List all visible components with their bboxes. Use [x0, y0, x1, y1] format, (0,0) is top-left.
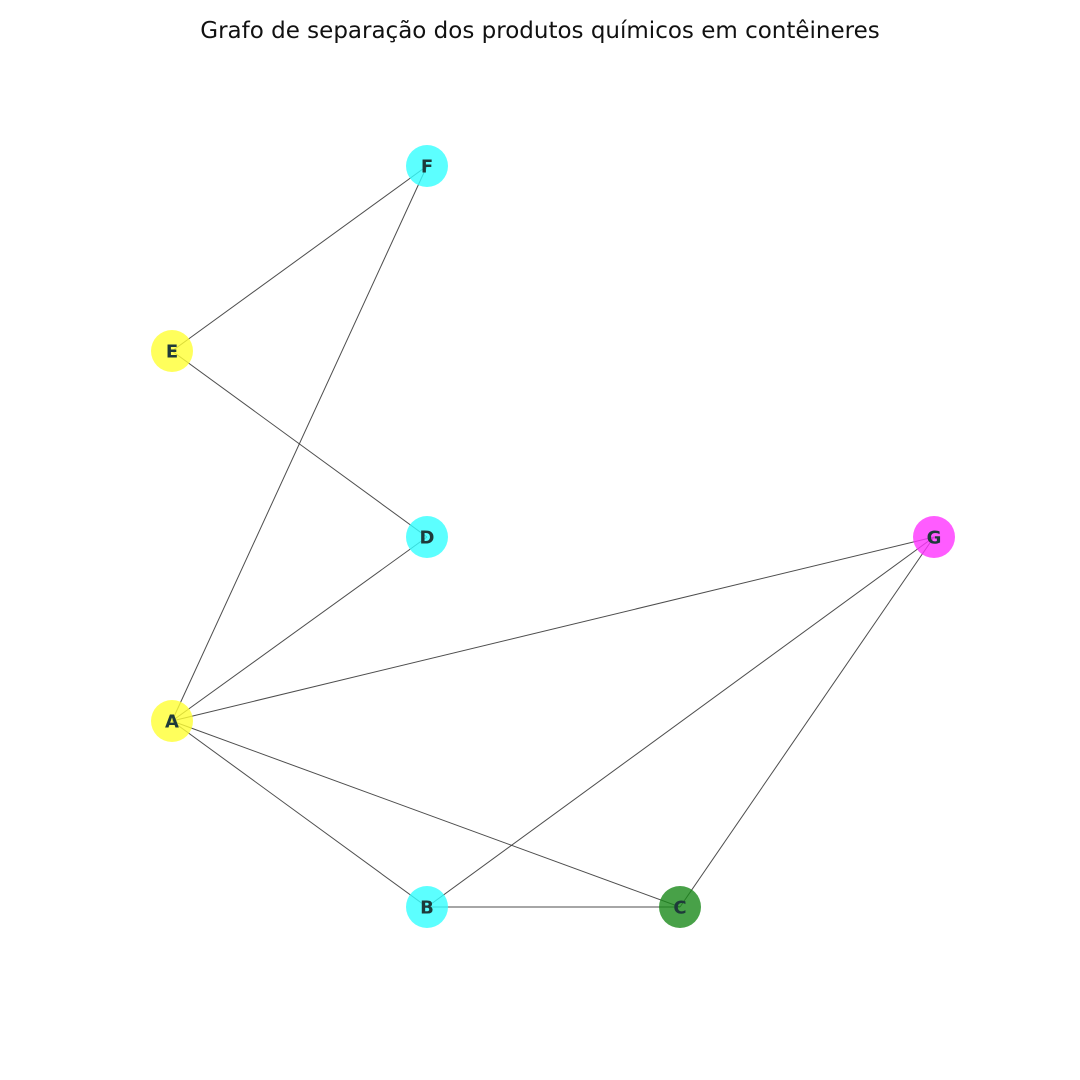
node-b: B — [406, 886, 448, 928]
node-label: B — [420, 898, 434, 919]
edge-b-g — [426, 536, 935, 908]
edge-e-f — [171, 165, 428, 352]
node-circle — [406, 516, 448, 558]
node-circle — [406, 886, 448, 928]
edge-d-e — [171, 350, 428, 538]
edge-a-g — [171, 536, 935, 722]
node-circle — [913, 516, 955, 558]
edge-a-b — [171, 720, 428, 908]
edge-layer — [171, 165, 935, 908]
node-c: C — [659, 886, 701, 928]
node-circle — [151, 330, 193, 372]
node-layer: A B C D E F G — [151, 145, 955, 928]
edge-a-d — [171, 536, 428, 722]
edge-a-c — [171, 720, 681, 908]
node-circle — [659, 886, 701, 928]
node-label: G — [927, 528, 942, 549]
node-label: E — [166, 342, 178, 363]
edge-c-g — [679, 536, 935, 908]
node-a: A — [151, 700, 193, 742]
node-label: C — [673, 898, 686, 919]
node-circle — [151, 700, 193, 742]
graph-title: Grafo de separação dos produtos químicos… — [200, 18, 880, 44]
node-e: E — [151, 330, 193, 372]
node-label: D — [420, 528, 435, 549]
node-d: D — [406, 516, 448, 558]
node-g: G — [913, 516, 955, 558]
node-circle — [406, 145, 448, 187]
node-label: F — [421, 157, 433, 178]
node-f: F — [406, 145, 448, 187]
node-label: A — [165, 712, 179, 733]
